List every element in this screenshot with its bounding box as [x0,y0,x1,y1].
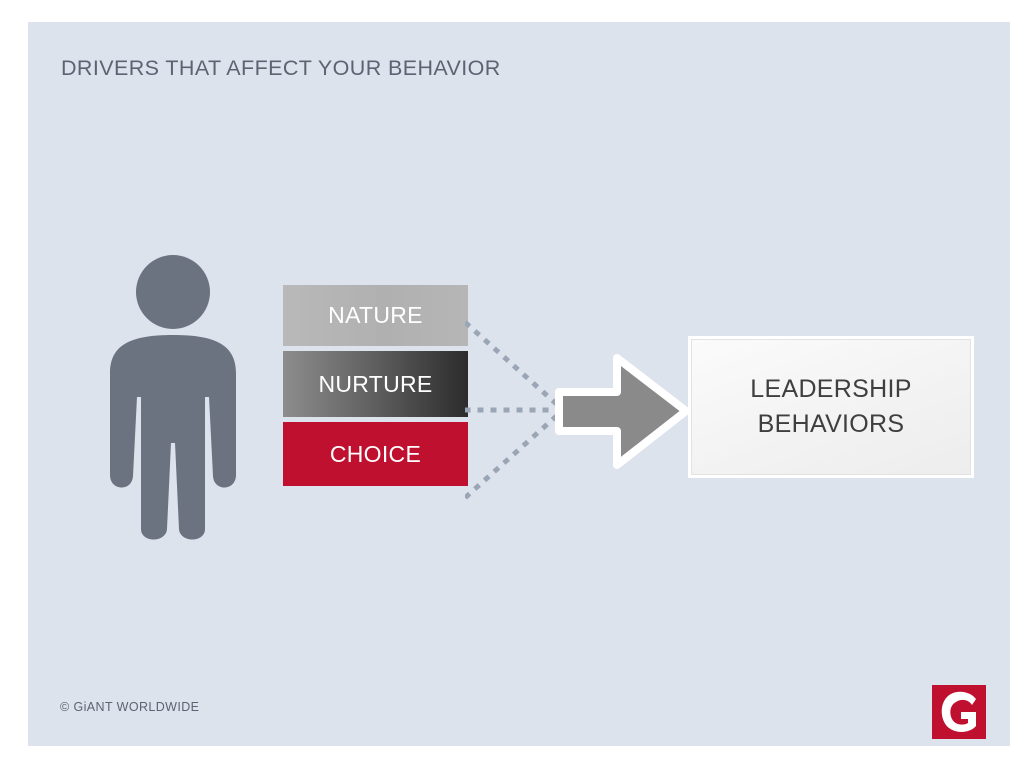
driver-box-group: NATURE NURTURE CHOICE [283,285,468,495]
driver-label: CHOICE [329,440,422,467]
page-title: DRIVERS THAT AFFECT YOUR BEHAVIOR [61,56,501,80]
driver-box-nurture[interactable]: NURTURE [283,351,468,417]
slide-canvas: DRIVERS THAT AFFECT YOUR BEHAVIOR NATURE… [28,22,1010,746]
driver-box-nature[interactable]: NATURE [283,285,468,346]
person-silhouette-icon [88,247,258,547]
driver-label: NATURE [328,302,423,328]
driver-box-choice[interactable]: CHOICE [283,422,468,486]
driver-label: NURTURE [318,370,433,397]
outcome-line-1: LEADERSHIP [750,374,912,403]
outcome-line-2: BEHAVIORS [757,410,905,438]
right-arrow-icon [555,344,690,479]
outcome-box-leadership-behaviors[interactable]: LEADERSHIP BEHAVIORS [691,339,971,475]
giant-worldwide-logo [932,685,986,739]
copyright-text: © GiANT WORLDWIDE [60,700,200,714]
